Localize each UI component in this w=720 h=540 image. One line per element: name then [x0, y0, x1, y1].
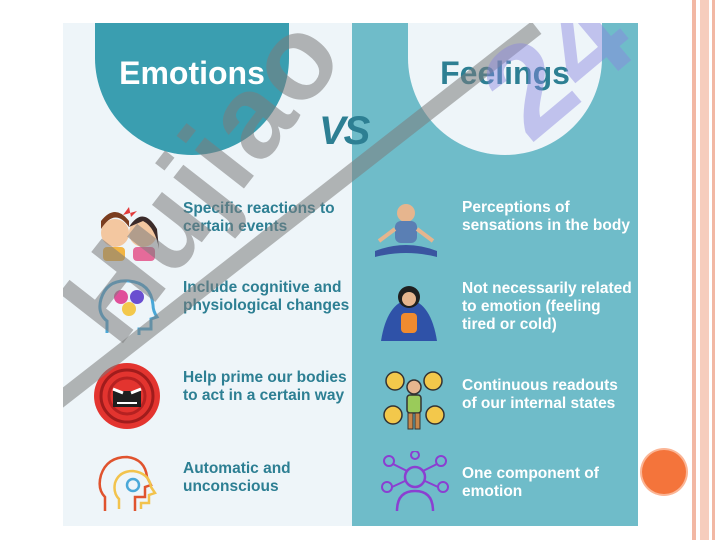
- person-emoji-faces-icon: [383, 371, 445, 430]
- two-faces-angry-icon: [101, 207, 159, 261]
- feelings-item-text: Not necessarily related to emotion (feel…: [462, 280, 632, 333]
- decor-stripe: [712, 0, 715, 540]
- two-heads-outline-icon: [98, 455, 157, 511]
- person-network-icon: [381, 451, 449, 512]
- decor-stripe: [692, 0, 696, 540]
- cold-person-blanket-icon: [381, 286, 437, 341]
- feelings-item-text: Continuous readouts of our internal stat…: [462, 377, 618, 412]
- meditating-person-icon: [375, 204, 437, 257]
- emotions-item-text: Include cognitive and physiological chan…: [183, 279, 350, 314]
- emotions-item-text: Automatic and unconscious: [183, 460, 291, 495]
- emotions-item-text: Help prime our bodies to act in a certai…: [183, 369, 347, 404]
- orange-circle-decoration: [642, 450, 686, 494]
- angry-face-icon: [94, 363, 160, 429]
- slide-image: Emotions Feelings VS Specific reactions …: [63, 23, 638, 526]
- feelings-item-text: Perceptions of sensations in the body: [462, 199, 630, 234]
- decor-stripe: [700, 0, 709, 540]
- feelings-item-text: One component of emotion: [462, 465, 599, 500]
- head-emoji-icon: [98, 279, 160, 335]
- vs-label: VS: [319, 109, 370, 153]
- emotions-title: Emotions: [119, 55, 265, 91]
